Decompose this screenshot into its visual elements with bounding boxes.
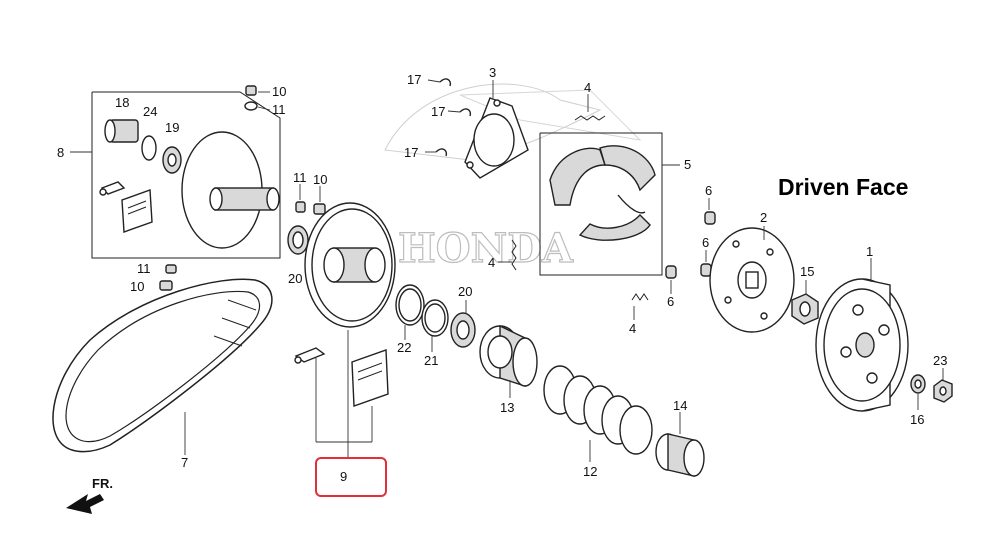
part-shoe-springs: [511, 115, 649, 301]
callout-11-b: 11: [293, 170, 307, 185]
group-5-bracket: [539, 132, 680, 276]
callout-13: 13: [500, 400, 514, 415]
part-bolt-pair-low: [159, 264, 177, 291]
part-needle-bearing: [104, 119, 139, 143]
part-drive-plate: [709, 227, 795, 333]
callout-5: 5: [684, 157, 691, 172]
part-oring-22: [395, 284, 425, 326]
part-oil-seal-b: [450, 312, 476, 348]
callout-18: 18: [115, 95, 129, 110]
callout-11-a: 11: [272, 102, 286, 117]
honda-watermark: HONDA: [384, 83, 642, 273]
callout-17-c: 17: [404, 145, 418, 160]
part-seal-collar: [479, 324, 538, 387]
callout-23: 23: [933, 353, 947, 368]
highlight-box-9: [315, 457, 387, 497]
part-drive-belt: [52, 278, 273, 453]
part-clutch-shoes: [549, 145, 656, 241]
callout-10-c: 10: [130, 279, 144, 294]
front-direction-arrow: FR.: [66, 476, 113, 514]
callout-17-b: 17: [431, 104, 445, 119]
group-9-bracket: [315, 330, 373, 458]
part-spring-collar: [655, 433, 705, 477]
callout-labels: 1 2 3 4 4 4 5 6 6 6 7 8 9 10 10 10 11 11…: [57, 65, 947, 484]
part-label-plate-b: [351, 349, 389, 407]
part-circlip: [141, 135, 157, 161]
callout-1: 1: [866, 244, 873, 259]
callout-9: 9: [340, 469, 347, 484]
part-movable-face: [304, 202, 396, 328]
callout-10-a: 10: [272, 84, 286, 99]
callout-14: 14: [673, 398, 687, 413]
callout-2: 2: [760, 210, 767, 225]
callout-4-c: 4: [629, 321, 636, 336]
front-marker-label: FR.: [92, 476, 113, 491]
callout-15: 15: [800, 264, 814, 279]
part-slider-piece: [99, 181, 126, 196]
callout-6-c: 6: [667, 294, 674, 309]
part-oil-seal-a: [287, 225, 309, 255]
part-washer: [910, 374, 926, 394]
part-bolt-pair-mid: [295, 201, 326, 215]
watermark-text: HONDA: [398, 225, 574, 272]
callout-20-a: 20: [288, 271, 302, 286]
callout-4-b: 4: [488, 255, 495, 270]
callout-7: 7: [181, 455, 188, 470]
part-oring-21: [421, 299, 449, 337]
part-clutch-plate: [464, 97, 529, 179]
callout-12: 12: [583, 464, 597, 479]
part-drive-face: [181, 131, 280, 249]
diagram-heading: Driven Face: [778, 174, 908, 200]
part-clips: [435, 78, 472, 157]
part-slider-piece-b: [294, 347, 326, 364]
part-bolt-top: [244, 85, 258, 111]
part-nut: [791, 293, 819, 325]
part-clutch-outer: [815, 278, 909, 412]
part-label-plate-a: [121, 189, 153, 233]
callout-3: 3: [489, 65, 496, 80]
part-bearing: [162, 146, 182, 174]
callout-10-b: 10: [313, 172, 327, 187]
part-driven-spring: [543, 365, 653, 455]
group-8-bracket: [70, 91, 281, 259]
callout-19: 19: [165, 120, 179, 135]
callout-11-c: 11: [137, 261, 151, 276]
callout-17-a: 17: [407, 72, 421, 87]
callout-6-b: 6: [702, 235, 709, 250]
callout-16: 16: [910, 412, 924, 427]
callout-21: 21: [424, 353, 438, 368]
part-lock-nut: [933, 379, 953, 403]
callout-6-a: 6: [705, 183, 712, 198]
callout-20-b: 20: [458, 284, 472, 299]
callout-24: 24: [143, 104, 157, 119]
callout-22: 22: [397, 340, 411, 355]
callout-8: 8: [57, 145, 64, 160]
callout-4-a: 4: [584, 80, 591, 95]
